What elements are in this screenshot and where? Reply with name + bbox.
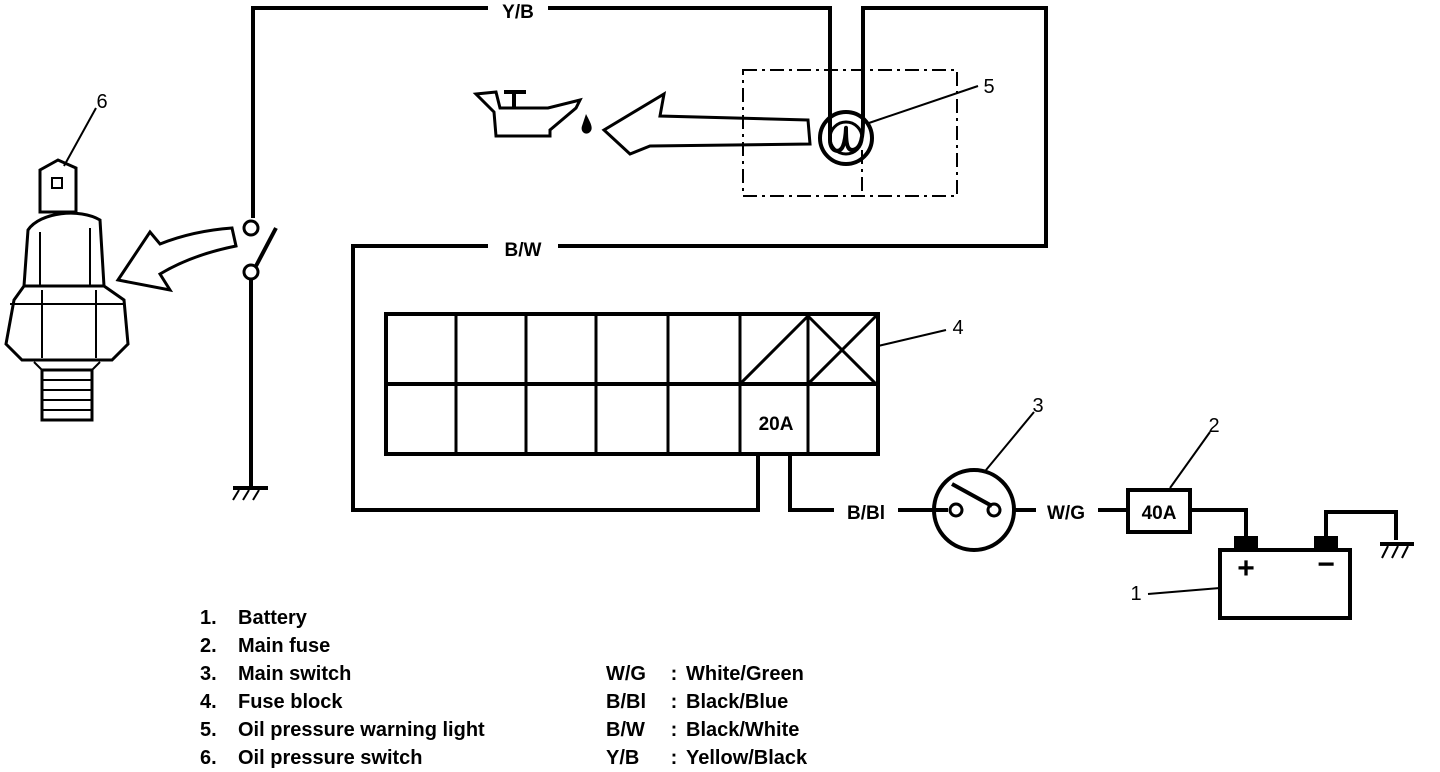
oil-pressure-switch-contact: [242, 219, 278, 488]
battery-plus-sign: +: [1237, 552, 1255, 585]
callout-leader-4: [877, 329, 947, 347]
callout-2: 2: [1208, 415, 1219, 437]
legend-item: 1.Battery: [200, 607, 307, 629]
color-code-item: B/W:Black/White: [606, 719, 800, 741]
battery-positive-terminal: [1234, 536, 1258, 550]
callout-6: 6: [96, 91, 107, 113]
wire-battery-ground: [1324, 510, 1398, 540]
wire-fuse-to-battery: [1190, 508, 1248, 540]
callout-4: 4: [952, 317, 963, 339]
fuse-20a-label: 20A: [759, 414, 794, 435]
wire-label-y-b: Y/B: [502, 2, 534, 23]
legend-item: 6.Oil pressure switch: [200, 747, 423, 769]
wire-label-b-bl: B/Bl: [847, 503, 885, 524]
callout-leader-3: [985, 411, 1035, 471]
parts-legend: 1.Battery 2.Main fuse 3.Main switch 4.Fu…: [200, 604, 485, 772]
main-fuse-label: 40A: [1142, 503, 1177, 524]
arrow-to-oil-can: [601, 91, 812, 156]
wire-b-bl-a: [788, 453, 834, 512]
color-code-item: Y/B:Yellow/Black: [606, 747, 808, 769]
callout-leader-2: [1169, 431, 1211, 489]
callout-leader-6: [63, 107, 97, 167]
battery: [1218, 536, 1352, 620]
legend-item: 3.Main switch: [200, 663, 352, 685]
legend-item: 5.Oil pressure warning light: [200, 719, 485, 741]
callout-5: 5: [983, 76, 994, 98]
color-code-item: B/Bl:Black/Blue: [606, 691, 789, 713]
ground-symbol-left: [232, 486, 268, 501]
wire-y-b: [251, 6, 1048, 512]
arrow-to-switch: [115, 226, 238, 293]
color-code-item: W/G:White/Green: [606, 663, 804, 685]
callout-3: 3: [1032, 395, 1043, 417]
callout-1: 1: [1130, 583, 1141, 605]
callout-leader-1: [1147, 587, 1221, 595]
legend-item: 4.Fuse block: [200, 691, 343, 713]
battery-minus-sign: −: [1317, 548, 1335, 581]
ground-symbol-right: [1380, 542, 1414, 559]
callout-leader-5: [865, 85, 979, 125]
wire-color-legend: W/G:White/Green B/Bl:Black/Blue B/W:Blac…: [606, 660, 807, 772]
oil-pressure-switch-illustration: [4, 158, 130, 422]
warning-light-housing: [742, 69, 958, 197]
fuse-block: [384, 312, 880, 456]
oil-can-icon: [472, 90, 592, 138]
wire-label-w-g: W/G: [1047, 503, 1085, 524]
warning-light-bulb: [818, 110, 874, 166]
battery-negative-terminal: [1314, 536, 1338, 550]
legend-item: 2.Main fuse: [200, 635, 331, 657]
wire-label-b-w: B/W: [505, 240, 542, 261]
